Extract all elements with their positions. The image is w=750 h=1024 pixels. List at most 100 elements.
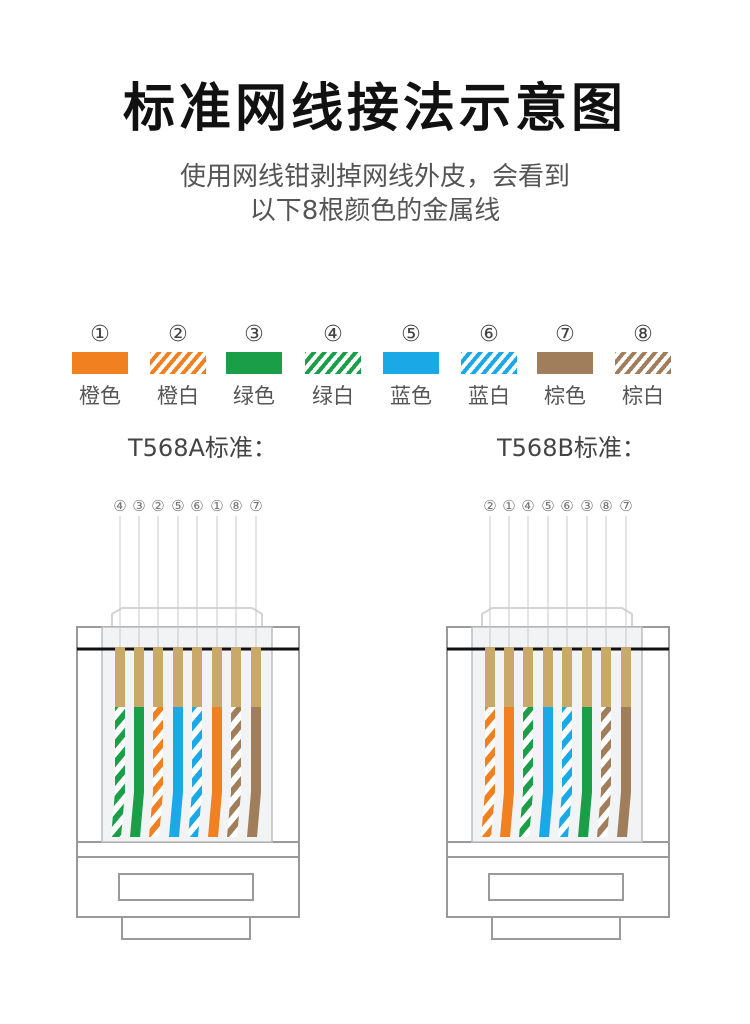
copper-contact bbox=[621, 647, 631, 707]
pin-order-number: ② bbox=[483, 497, 496, 515]
subtitle: 使用网线钳剥掉网线外皮，会看到 以下8根颜色的金属线 bbox=[0, 160, 750, 228]
legend-number: ④ bbox=[323, 322, 343, 347]
wire-棕白 bbox=[227, 707, 241, 837]
pin-order-number: ① bbox=[210, 497, 223, 515]
pin-order-number: ① bbox=[502, 497, 515, 515]
connector-neck bbox=[446, 842, 670, 857]
wire-橙色 bbox=[208, 707, 222, 837]
legend-name: 蓝白 bbox=[468, 384, 510, 408]
legend-name: 绿色 bbox=[233, 384, 275, 408]
connector-cable-boot bbox=[491, 916, 621, 940]
legend-name: 绿白 bbox=[312, 384, 354, 408]
copper-contact bbox=[115, 647, 125, 707]
wire-橙白 bbox=[149, 707, 163, 837]
pin-order-number: ⑧ bbox=[229, 497, 242, 515]
copper-contact bbox=[601, 647, 611, 707]
legend-item-7: ⑦ 棕色 bbox=[520, 322, 610, 410]
pin-order-number: ⑦ bbox=[619, 497, 632, 515]
legend-item-6: ⑥ 蓝白 bbox=[444, 322, 534, 410]
legend-number: ① bbox=[90, 322, 110, 347]
pin-order-number: ⑤ bbox=[541, 497, 554, 515]
legend-item-3: ③ 绿色 bbox=[209, 322, 299, 410]
legend-name: 棕色 bbox=[544, 384, 586, 408]
legend-item-5: ⑤ 蓝色 bbox=[366, 322, 456, 410]
pin-order-number: ⑦ bbox=[249, 497, 262, 515]
connector-clip-outline bbox=[481, 607, 633, 627]
copper-contact bbox=[504, 647, 514, 707]
pin-order-number: ③ bbox=[132, 497, 145, 515]
legend-item-1: ① 橙色 bbox=[55, 322, 145, 410]
wire-蓝白 bbox=[188, 707, 202, 837]
connector-cable-boot bbox=[121, 916, 251, 940]
legend-swatch bbox=[72, 352, 128, 374]
copper-contact bbox=[251, 647, 261, 707]
t568b-label: T568B标准： bbox=[497, 434, 646, 462]
wire-蓝色 bbox=[539, 707, 553, 837]
copper-contact bbox=[153, 647, 163, 707]
legend-swatch bbox=[461, 352, 517, 374]
pin-order-number: ⑥ bbox=[560, 497, 573, 515]
legend-swatch bbox=[615, 352, 671, 374]
pin-order-number: ⑥ bbox=[190, 497, 203, 515]
wire-蓝白 bbox=[558, 707, 572, 837]
connector-inner-window bbox=[471, 626, 643, 843]
legend-number: ② bbox=[168, 322, 188, 347]
wire-棕白 bbox=[597, 707, 611, 837]
pin-order-number: ④ bbox=[113, 497, 126, 515]
legend-swatch bbox=[537, 352, 593, 374]
legend-number: ③ bbox=[244, 322, 264, 347]
wire-绿色 bbox=[578, 707, 592, 837]
legend-name: 橙色 bbox=[79, 384, 121, 408]
wire-橙白 bbox=[481, 707, 495, 837]
pin-order-number: ② bbox=[151, 497, 164, 515]
wire-橙色 bbox=[500, 707, 514, 837]
subtitle-line-2: 以下8根颜色的金属线 bbox=[249, 196, 501, 226]
legend-item-8: ⑧ 棕白 bbox=[598, 322, 688, 410]
legend-name: 棕白 bbox=[622, 384, 664, 408]
wire-绿白 bbox=[111, 707, 125, 837]
wire-蓝色 bbox=[169, 707, 183, 837]
t568a-label: T568A标准： bbox=[128, 434, 277, 462]
legend-name: 橙白 bbox=[157, 384, 199, 408]
legend-number: ⑦ bbox=[555, 322, 575, 347]
legend-name: 蓝色 bbox=[390, 384, 432, 408]
pin-order-number: ③ bbox=[580, 497, 593, 515]
copper-contact bbox=[134, 647, 144, 707]
legend-swatch bbox=[383, 352, 439, 374]
copper-contact bbox=[231, 647, 241, 707]
copper-contact bbox=[485, 647, 495, 707]
connector-inner-window bbox=[101, 626, 273, 843]
copper-contact bbox=[562, 647, 572, 707]
connector-latch-slot bbox=[118, 873, 254, 901]
connector-latch-slot bbox=[488, 873, 624, 901]
legend-swatch bbox=[226, 352, 282, 374]
pin-order-number: ④ bbox=[521, 497, 534, 515]
copper-contact bbox=[212, 647, 222, 707]
legend-number: ⑤ bbox=[401, 322, 421, 347]
legend-swatch bbox=[150, 352, 206, 374]
copper-contact bbox=[192, 647, 202, 707]
wire-棕色 bbox=[247, 707, 261, 837]
copper-contact bbox=[523, 647, 533, 707]
connector-clip-outline bbox=[111, 607, 263, 627]
legend-swatch bbox=[305, 352, 361, 374]
wire-绿色 bbox=[130, 707, 144, 837]
legend-item-4: ④ 绿白 bbox=[288, 322, 378, 410]
subtitle-line-1: 使用网线钳剥掉网线外皮，会看到 bbox=[179, 162, 570, 192]
wire-棕色 bbox=[617, 707, 631, 837]
pin-order-number: ⑧ bbox=[599, 497, 612, 515]
legend-item-2: ② 橙白 bbox=[133, 322, 223, 410]
copper-contact bbox=[173, 647, 183, 707]
page-title: 标准网线接法示意图 bbox=[122, 79, 627, 139]
copper-contact bbox=[582, 647, 592, 707]
pin-order-number: ⑤ bbox=[171, 497, 184, 515]
legend-number: ⑥ bbox=[479, 322, 499, 347]
legend-number: ⑧ bbox=[633, 322, 653, 347]
copper-contact bbox=[543, 647, 553, 707]
connector-neck bbox=[76, 842, 300, 857]
wire-绿白 bbox=[519, 707, 533, 837]
